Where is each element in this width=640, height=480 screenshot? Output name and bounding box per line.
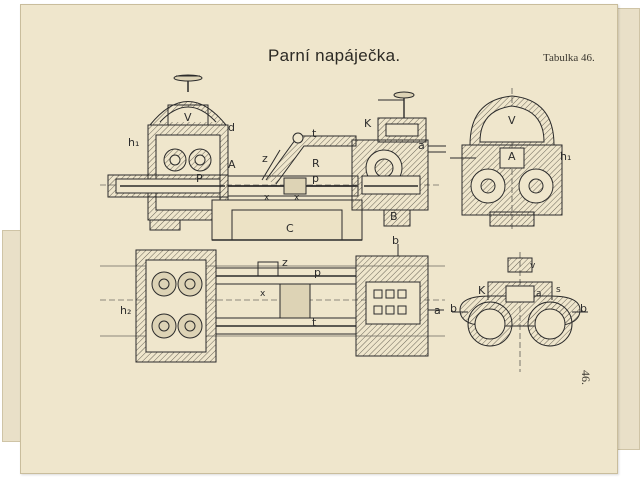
label-p: p [312,172,319,185]
label-sec-b-left: b [450,302,457,315]
label-plan-a: a [434,304,441,317]
plan-view-labels: b z p x h₂ t a [120,234,441,329]
label-plan-b: b [392,234,399,247]
label-end-A: A [508,150,516,163]
label-h1: h₁ [128,136,139,149]
label-x-right: x [294,193,300,203]
end-section-labels: V A h₁ [508,114,571,163]
label-plan-p: p [314,266,321,279]
label-P: P [196,172,203,185]
label-C: C [286,222,294,235]
label-sec-K: K [478,284,486,297]
label-end-h1: h₁ [560,150,571,163]
end-section-view [450,88,563,232]
label-A: A [228,158,236,171]
label-end-V: V [508,114,516,127]
plate-number: Tabulka 46. [543,52,595,64]
plan-view [100,244,445,363]
valve-grid [373,289,407,315]
label-plan-h2: h₂ [120,304,131,317]
label-K: K [364,117,372,130]
label-plan-z: z [282,256,288,269]
label-sec-b-right: b [580,302,587,315]
label-plan-x: x [260,289,266,299]
drawing-title: Parní napáječka. [268,46,401,65]
label-z: z [262,152,268,165]
label-t: t [312,127,317,140]
label-sec-v: v [530,261,536,271]
label-a: a [418,139,425,152]
valve-section-view [452,252,588,372]
label-sec-a: a [536,289,542,299]
label-V: V [184,111,192,124]
label-sec-s: s [556,285,561,295]
label-plan-t: t [312,316,317,329]
label-R: R [312,157,320,170]
label-x-left: x [264,193,270,203]
side-elevation-view [100,74,446,241]
label-d: d [228,121,235,134]
side-elevation-labels: h₁ V d A z t R K a P p x x C B [128,111,425,235]
valve-section-labels: v K s a b b [450,261,587,315]
label-B: B [390,210,398,223]
